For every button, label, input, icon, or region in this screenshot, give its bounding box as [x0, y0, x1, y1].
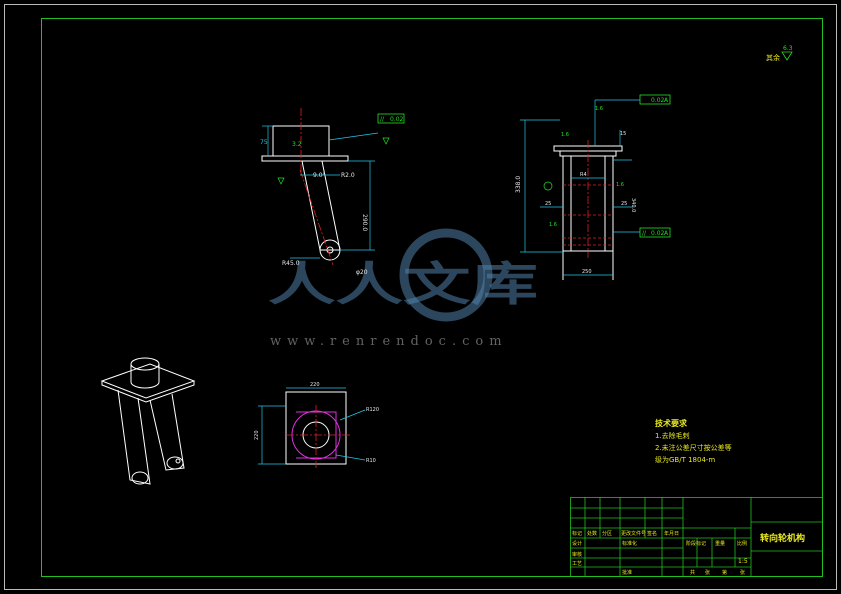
finish-front-top: 3.2 [292, 141, 302, 148]
watermark: 人人文库 www.renrendoc.com [268, 228, 538, 349]
tb-sheet-2: 张 [740, 569, 745, 576]
dim-length-front: 290.0 [361, 214, 368, 231]
dim-plan-r1: R120 [366, 407, 379, 413]
drawing-frame [41, 18, 823, 577]
mount-plate [261, 155, 349, 162]
hidden-lines [563, 184, 613, 246]
dim-hole: φ20 [356, 269, 368, 276]
dim-plan-r2: R10 [366, 458, 376, 464]
outer-border [4, 4, 837, 590]
tech-req-title: 技术要求 [655, 418, 688, 428]
gdt-value-front: 0.02 [390, 116, 404, 123]
tb-label-3: 更改文件号 [621, 530, 646, 537]
dim-inner-width: R4 [580, 172, 587, 178]
isometric-view [100, 357, 196, 485]
iso-plate-top [100, 363, 196, 399]
tb-designer: 设计 [572, 540, 582, 547]
gdt-frame-front [377, 113, 405, 124]
dim-plan-top: 220 [310, 382, 320, 388]
finish-mark-2: 1.6 [561, 132, 569, 138]
dim-bottom-width: 250 [582, 269, 592, 275]
finish-symbol-icon [382, 137, 390, 145]
tb-scale-value: 1:5 [738, 558, 748, 565]
drawing-title: 转向轮机构 [760, 532, 805, 544]
dim-top-right: 15 [620, 131, 626, 137]
watermark-logo-ring [399, 228, 493, 322]
tb-process: 工艺 [572, 561, 582, 567]
gdt-symbol-front: // [380, 116, 385, 123]
angle-label: 9.0° [313, 172, 326, 179]
iso-arm-right [149, 393, 185, 471]
dim-right: 25 [621, 201, 627, 207]
dim-side-right: 340.0 [630, 198, 636, 212]
tb-reviewer: 审核 [572, 551, 582, 558]
gdt-side-top-datum: A [664, 97, 669, 104]
finish-mark-3: 1.6 [616, 182, 624, 188]
gdt-side-bottom-datum: A [664, 230, 669, 237]
finish-symbol-icon [781, 51, 793, 61]
gdt-side-bottom-value: 0.02 [651, 230, 665, 237]
iso-boss-top [130, 357, 160, 371]
plan-dimensions [258, 387, 366, 465]
finish-mark-1: 1.6 [595, 106, 603, 112]
tb-approve: 批准 [622, 569, 632, 576]
title-block [570, 497, 823, 577]
finish-symbol-icon [277, 177, 285, 185]
arm-centerline [299, 169, 334, 266]
tech-req-line-2: 2.未注公差尺寸按公差等 [655, 443, 732, 452]
tb-stage: 阶段标记 [686, 540, 706, 547]
tb-label-1: 处数 [587, 530, 597, 537]
tb-scale-label: 比例 [737, 540, 747, 547]
tb-label-4: 签名 [647, 530, 657, 537]
tb-total: 共 [690, 569, 695, 576]
side-dimensions [520, 99, 640, 276]
tb-label-2: 分区 [602, 530, 612, 537]
tb-no: 第 [722, 569, 727, 576]
general-finish-label: 其余 [766, 53, 780, 62]
iso-arm-left [117, 389, 151, 485]
dim-plan-left: 220 [254, 430, 260, 440]
front-dimensions [262, 125, 379, 259]
dim-total-height: 338.0 [515, 176, 522, 193]
tb-std: 标准化 [622, 540, 637, 547]
gdt-side-bottom-symbol: // [642, 230, 647, 237]
watermark-url: www.renrendoc.com [270, 334, 508, 349]
tb-label-5: 年月日 [664, 530, 679, 537]
dim-height-left: 75 [260, 139, 268, 146]
tb-sheet-1: 张 [705, 569, 710, 576]
gdt-frame-side-top [639, 94, 671, 105]
dim-bottom-radius: R45.0 [282, 260, 300, 267]
gdt-frame-side-bottom [639, 227, 671, 238]
datum-circle-icon [543, 181, 553, 191]
tb-weight: 重量 [715, 540, 725, 547]
gdt-side-top-value: 0.02 [651, 97, 665, 104]
general-finish-value: 6.3 [783, 45, 793, 52]
dim-radius-front: R2.0 [341, 172, 355, 179]
tech-req-line-1: 1.去除毛刺 [655, 431, 690, 440]
dim-left: 25 [545, 201, 551, 207]
tb-label-0: 标记 [572, 530, 582, 537]
arm-end-hole [326, 246, 334, 254]
tech-req-line-3: 级为GB/T 1804-m [655, 455, 715, 464]
finish-mark-4: 1.6 [549, 222, 557, 228]
watermark-text: 人人文库 [268, 257, 538, 311]
front-view [261, 125, 349, 261]
